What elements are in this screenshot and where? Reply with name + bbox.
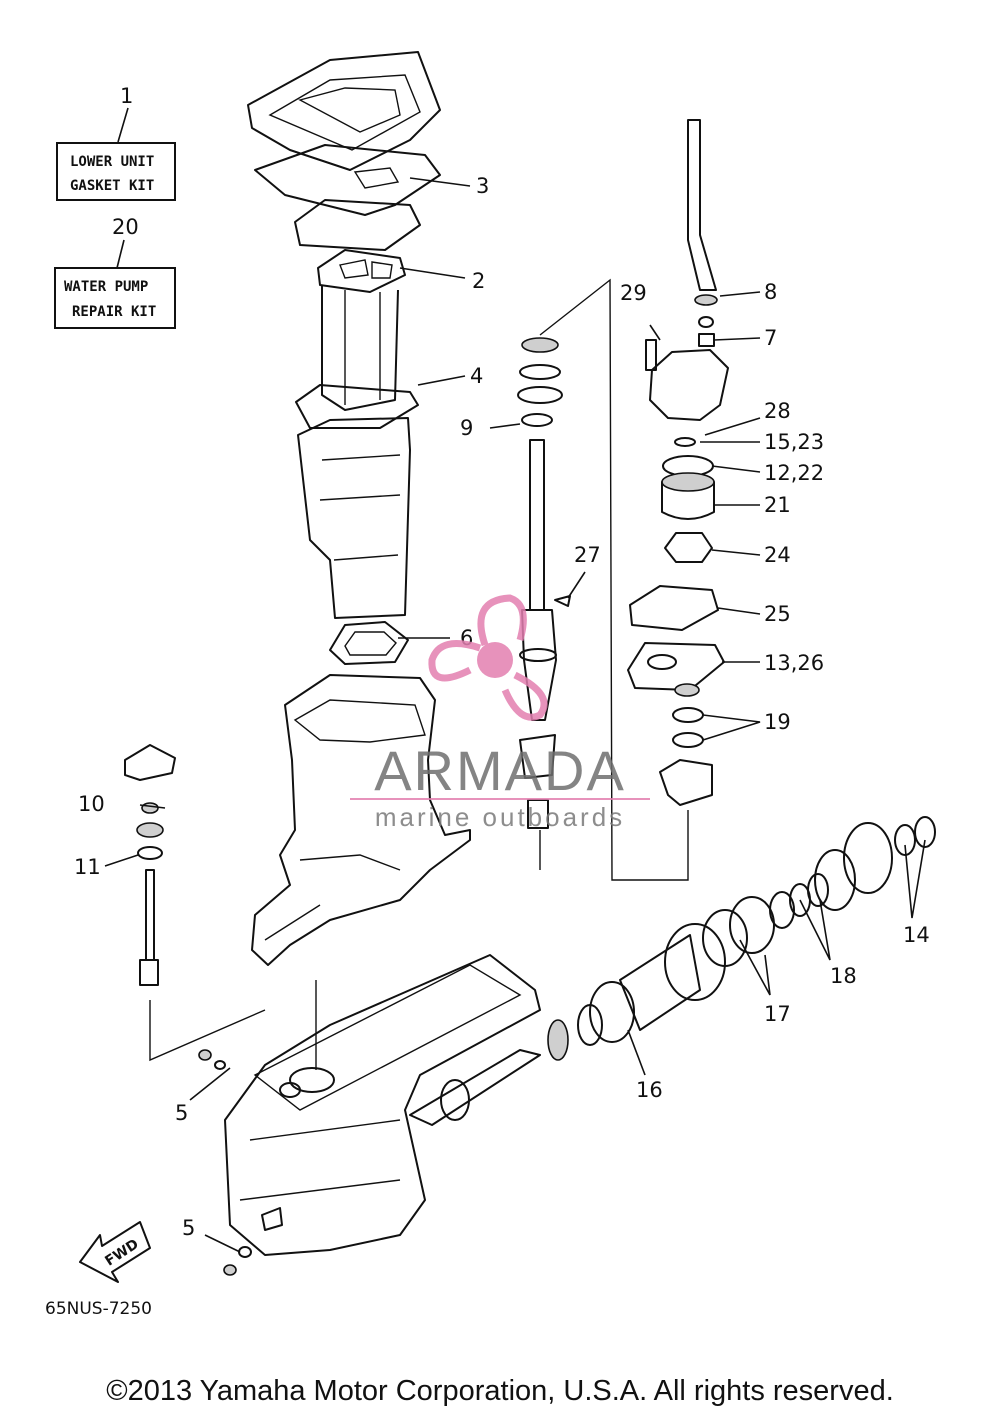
kit-number-1: 1	[120, 84, 133, 108]
callout-24: 24	[764, 543, 791, 567]
callout-18: 18	[830, 964, 857, 988]
callout-14: 14	[903, 923, 930, 947]
drive-shaft	[517, 337, 571, 829]
diagram-code: 65NUS-7250	[45, 1299, 152, 1319]
propeller-logo-icon	[428, 594, 548, 721]
callout-5-lower: 5	[182, 1216, 195, 1240]
callout-16: 16	[636, 1078, 663, 1102]
callout-10: 10	[78, 792, 105, 816]
water-pump-repair-kit: 20 WATER PUMP REPAIR KIT	[54, 215, 176, 329]
leader-lines	[104, 177, 926, 1253]
callout-15-23: 15,23	[764, 430, 824, 454]
callout-25: 25	[764, 602, 791, 626]
callout-28: 28	[764, 399, 791, 423]
armada-watermark: ARMADA marine outboards	[350, 594, 650, 832]
callout-3: 3	[476, 174, 489, 198]
shift-rod-assembly	[124, 744, 176, 986]
callout-19: 19	[764, 710, 791, 734]
callout-29: 29	[620, 281, 647, 305]
propeller-shaft-assembly	[409, 816, 936, 1126]
callout-13-26: 13,26	[764, 651, 824, 675]
kit-label-line2: REPAIR KIT	[72, 304, 156, 320]
callout-9: 9	[460, 416, 473, 440]
callout-numbers: 3 2 4 6 9 10 11 8 7 29 28 15,23 12,22 21…	[74, 174, 930, 1240]
watermark-tagline: marine outboards	[375, 802, 625, 832]
upper-casing	[251, 674, 471, 966]
callout-12-22: 12,22	[764, 461, 824, 485]
callout-8: 8	[764, 280, 777, 304]
kit-label-line1: LOWER UNIT	[70, 154, 154, 170]
upper-casing-assembly	[247, 51, 441, 665]
kit-number-20: 20	[112, 215, 139, 239]
callout-27: 27	[574, 543, 601, 567]
copyright-notice: ©2013 Yamaha Motor Corporation, U.S.A. A…	[106, 1375, 894, 1407]
callout-4: 4	[470, 364, 483, 388]
callout-17: 17	[764, 1002, 791, 1026]
watermark-brand: ARMADA	[374, 739, 626, 802]
callout-11: 11	[74, 855, 101, 879]
callout-7: 7	[764, 326, 777, 350]
forward-arrow-icon: FWD	[79, 1221, 151, 1283]
kit-label-line1: WATER PUMP	[64, 279, 148, 295]
callout-5-upper: 5	[175, 1101, 188, 1125]
callout-21: 21	[764, 493, 791, 517]
water-pump-assembly	[627, 119, 729, 806]
lower-unit-gasket-kit: 1 LOWER UNIT GASKET KIT	[56, 84, 176, 201]
lower-case	[198, 954, 541, 1276]
callout-2: 2	[472, 269, 485, 293]
kit-label-line2: GASKET KIT	[70, 178, 154, 194]
